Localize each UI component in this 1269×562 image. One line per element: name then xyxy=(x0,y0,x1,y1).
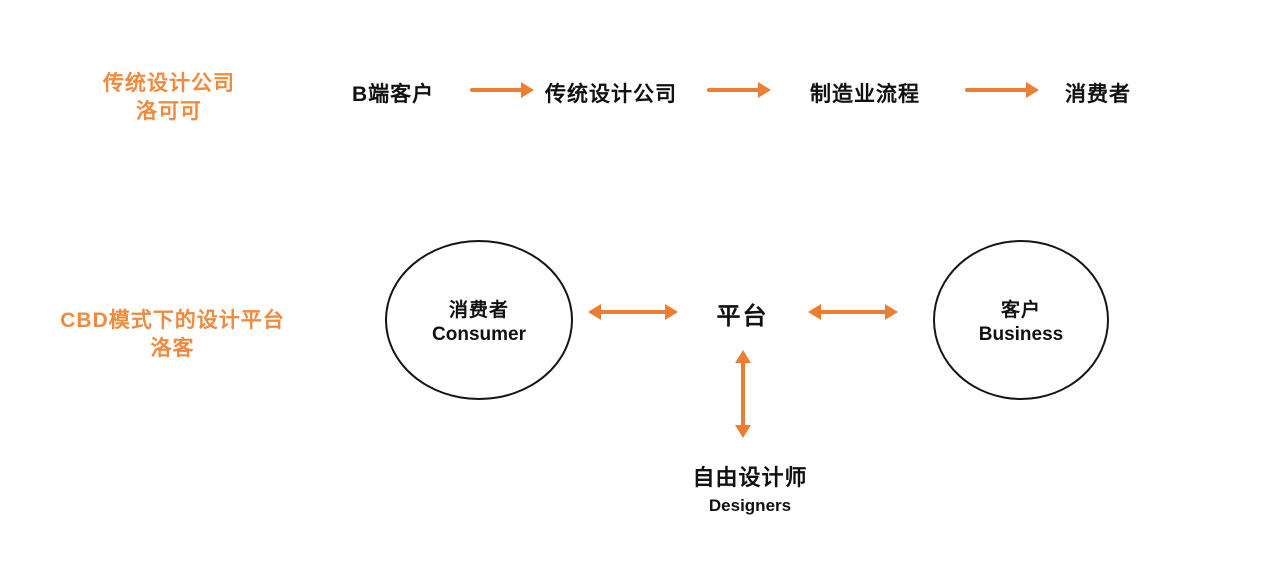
business-node-zh: 客户 xyxy=(1000,299,1041,321)
consumer-node-en: Consumer xyxy=(432,323,526,345)
bidirectional-arrow-icon xyxy=(588,304,678,320)
designers-node-en: Designers xyxy=(708,496,792,515)
platform-label-line2: 洛客 xyxy=(150,337,195,360)
arrow-head-icon xyxy=(885,304,898,320)
business-node-en: Business xyxy=(978,323,1064,345)
vertical-bidirectional-arrow-icon xyxy=(735,350,751,438)
consumer-node-zh: 消费者 xyxy=(448,299,509,321)
flow-node-consumer: 消费者 xyxy=(1065,83,1131,106)
arrow-line xyxy=(599,310,667,314)
arrow-head-icon xyxy=(665,304,678,320)
arrow-line xyxy=(707,88,760,92)
arrow-line xyxy=(741,361,745,427)
traditional-label-line2: 洛可可 xyxy=(136,100,202,123)
flow-node-traditional-company: 传统设计公司 xyxy=(545,83,677,106)
traditional-label-line1: 传统设计公司 xyxy=(103,72,235,95)
platform-label-line1: CBD模式下的设计平台 xyxy=(60,309,285,332)
right-arrow-icon xyxy=(470,82,534,98)
consumer-node-ellipse: 消费者 Consumer xyxy=(385,240,573,400)
platform-section-label: CBD模式下的设计平台 洛客 xyxy=(25,307,320,363)
arrow-line xyxy=(819,310,887,314)
arrow-line xyxy=(965,88,1028,92)
arrow-head-icon xyxy=(808,304,821,320)
right-arrow-icon xyxy=(707,82,771,98)
designers-node-zh: 自由设计师 xyxy=(692,465,808,490)
designers-node: 自由设计师 Designers xyxy=(650,460,850,516)
arrow-head-icon xyxy=(735,350,751,363)
traditional-section-label: 传统设计公司 洛可可 xyxy=(38,70,300,126)
arrow-head-icon xyxy=(1026,82,1039,98)
arrow-head-icon xyxy=(588,304,601,320)
right-arrow-icon xyxy=(965,82,1039,98)
arrow-head-icon xyxy=(735,425,751,438)
platform-node: 平台 xyxy=(716,303,769,330)
arrow-line xyxy=(470,88,523,92)
flow-node-manufacturing: 制造业流程 xyxy=(810,83,920,106)
flow-node-b-client: B端客户 xyxy=(352,83,435,106)
arrow-head-icon xyxy=(758,82,771,98)
bidirectional-arrow-icon xyxy=(808,304,898,320)
arrow-head-icon xyxy=(521,82,534,98)
business-node-ellipse: 客户 Business xyxy=(933,240,1109,400)
